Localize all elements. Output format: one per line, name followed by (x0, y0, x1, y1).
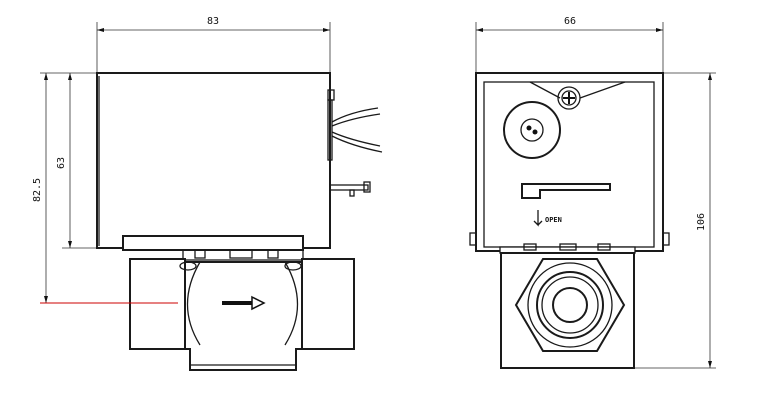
dim-66-label: 66 (564, 16, 576, 27)
side-view: 66 106 (469, 16, 716, 369)
dim-width-side: 66 (475, 16, 664, 72)
coil-base-plate (122, 235, 304, 251)
open-label: OPEN (545, 216, 562, 224)
hex-port-icon (514, 258, 626, 352)
screw-icon (557, 86, 581, 110)
dim-82-5-label: 82.5 (32, 178, 43, 202)
front-view: 83 63 82.5 (32, 16, 383, 371)
valve-body-front (129, 249, 355, 371)
dim-63-label: 63 (56, 157, 67, 169)
manual-lever (521, 183, 611, 199)
dim-width-front: 83 (96, 16, 331, 72)
wire-connector (327, 89, 383, 197)
open-indicator: OPEN (533, 210, 562, 227)
flow-arrow-icon (222, 295, 266, 311)
dim-83-label: 83 (207, 16, 219, 27)
dim-height-side: 106 (634, 72, 716, 369)
dim-106-label: 106 (696, 213, 707, 231)
coil-housing (96, 72, 331, 249)
manual-knob-icon (503, 101, 561, 159)
